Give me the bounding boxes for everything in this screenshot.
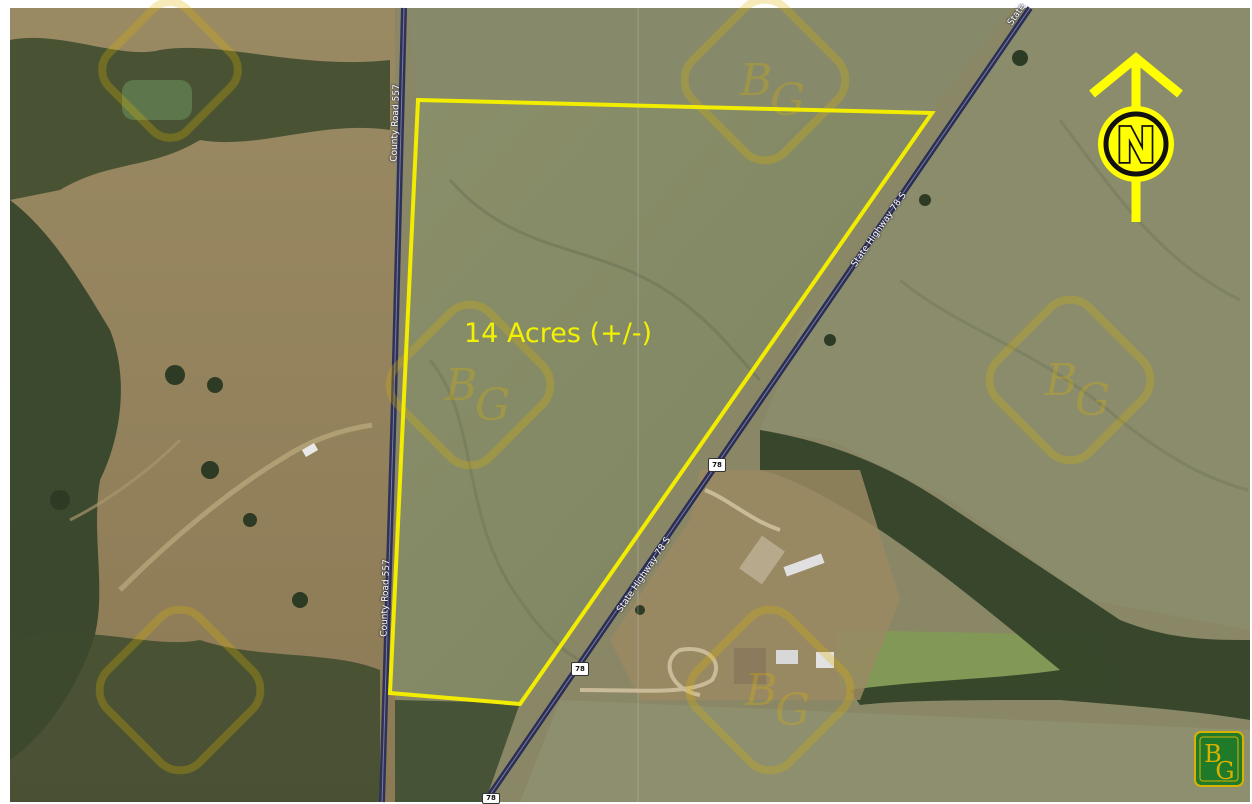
farm-building [776, 650, 798, 664]
property-boundary[interactable] [387, 97, 936, 707]
logo-letter-b: B [1204, 740, 1222, 768]
tillage-arc [899, 278, 1249, 492]
farm-building [734, 648, 766, 684]
bg-logo-icon: B G [1194, 731, 1244, 787]
bg-watermark-icon [95, 0, 1155, 775]
logo-letter-g: G [1215, 757, 1234, 785]
crop-field-property [390, 100, 930, 703]
dirt-track [118, 422, 373, 592]
tillage-arc [448, 179, 762, 382]
farm-building [783, 553, 825, 577]
svg-text:B: B [744, 665, 777, 716]
west-treeline [10, 37, 390, 201]
svg-text:B: B [739, 55, 772, 106]
farm-building [816, 652, 834, 668]
svg-text:G: G [475, 380, 510, 431]
pond [122, 80, 192, 120]
driveway-loop [579, 647, 719, 697]
driveway [704, 488, 781, 532]
vehicle [301, 443, 319, 457]
acreage-label: 14 Acres (+/-) [464, 318, 653, 349]
bg-watermark-text: BG BG BG BG [444, 55, 1110, 736]
east-treeline [760, 430, 1250, 720]
tillage-arc [428, 359, 581, 662]
crop-field-north [408, 8, 1010, 113]
svg-text:B: B [444, 360, 477, 411]
county-road-557-edge [381, 7, 405, 803]
svg-text:B: B [1044, 355, 1077, 406]
north-letter: N [1116, 118, 1156, 174]
crop-field-south [520, 700, 1250, 802]
north-arrow-icon: N [1089, 52, 1183, 222]
dirt-track-2 [69, 438, 182, 522]
svg-text:G: G [770, 75, 805, 126]
svg-text:G: G [1075, 375, 1110, 426]
crop-field-southwest [395, 700, 520, 802]
route-78-shield: 78 [571, 662, 589, 676]
west-woods-left [10, 200, 121, 760]
route-78-shield: 78 [482, 793, 500, 804]
tillage-arc [1058, 119, 1241, 302]
west-woods-bottom [10, 632, 380, 802]
farm-building [739, 535, 785, 585]
route-78-shield: 78 [708, 458, 726, 472]
svg-text:G: G [775, 685, 810, 736]
farmstead-yard [610, 470, 900, 700]
scattered-trees [50, 50, 1028, 615]
